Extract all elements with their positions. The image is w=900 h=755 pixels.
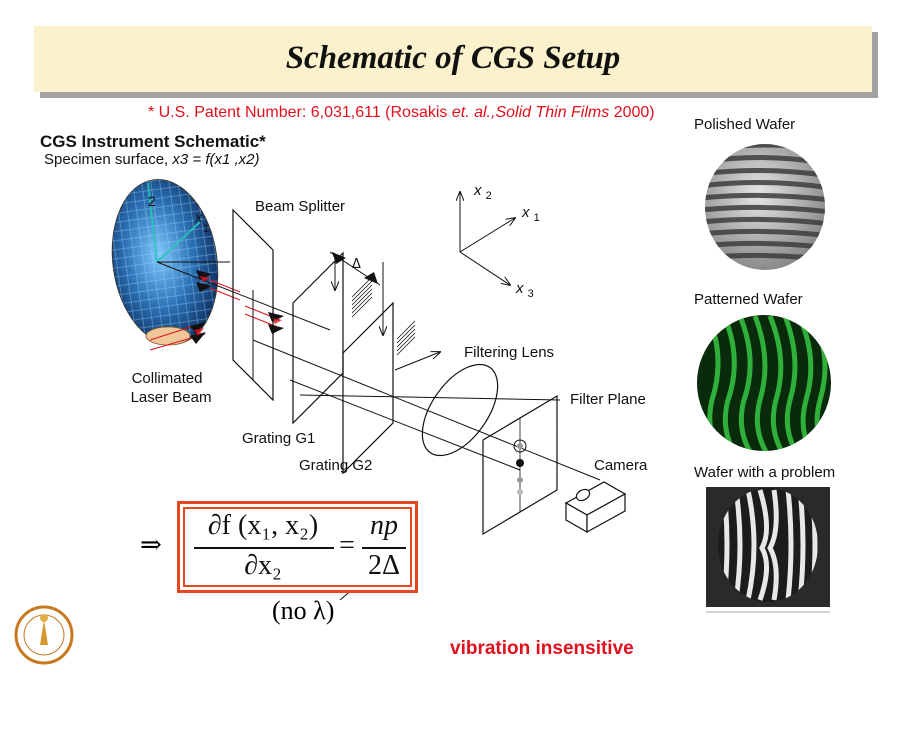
implies-symbol: ⇒ [140,530,162,560]
grating-g1-label: Grating G1 [242,430,316,447]
axis-x2-label: x 2 [474,182,492,202]
specimen-prefix: Specimen surface, [44,151,173,168]
patent-suffix: 2000) [609,104,655,121]
fraction-bar-right [362,547,406,549]
patent-etal: et. al., [451,104,496,121]
filtering-lens [421,363,499,457]
equation-numerator: ∂f (x₁, x₂) [207,510,319,541]
svg-text:2: 2 [148,193,156,209]
schematic-title: CGS Instrument Schematic* [40,132,266,151]
vibration-insensitive-note: vibration insensitive [450,638,634,659]
svg-text:x: x [194,209,203,225]
grating-g2 [342,301,394,475]
equation-rhs-numerator: np [370,510,398,541]
specimen-caption: Specimen surface, x3 = f(x1 ,x2) [44,151,260,168]
camera-icon [564,481,627,534]
problem-wafer-label: Wafer with a problem [694,464,836,481]
polished-wafer-label: Polished Wafer [694,116,796,133]
beam-splitter-plate [232,208,274,402]
patent-prefix: * U.S. Patent Number: 6,031,611 (Rosakis [148,104,452,121]
equation-box: ∂f (x₁, x₂) ∂x₂ = np 2Δ [177,501,418,593]
delta-label: Δ [352,257,361,272]
title-banner: Schematic of CGS Setup [34,26,872,92]
grating-g2-label: Grating G2 [299,457,373,474]
axis-x1-label: x 1 [522,204,540,224]
collimated-label-line1: Collimated [131,370,203,387]
patterned-wafer-label: Patterned Wafer [694,291,803,308]
beam-splitter-label: Beam Splitter [255,198,346,215]
patent-journal: Solid Thin Films [495,104,610,121]
axis-x3-label: x 3 [516,280,534,300]
specimen-formula: x3 = f(x1 ,x2) [172,151,260,168]
patterned-wafer-photo [697,315,831,451]
collimated-label-line2: Laser Beam [130,389,212,406]
no-lambda-note: (no λ) [272,596,335,625]
filter-plane-label: Filter Plane [570,391,646,408]
slide-title: Schematic of CGS Setup [285,40,621,76]
equation-denominator: ∂x₂ [244,550,282,581]
filtering-lens-label: Filtering Lens [464,344,555,361]
filter-plane [482,394,558,536]
equation-rhs-denominator: 2Δ [367,550,400,581]
equation-equals: = [339,530,355,561]
fraction-bar-left [194,547,334,549]
problem-wafer-photo [706,487,830,613]
svg-text:1: 1 [203,223,209,235]
camera-label: Camera [594,457,648,474]
caltech-seal-icon [14,605,74,665]
patent-note: * U.S. Patent Number: 6,031,611 (Rosakis… [148,104,655,122]
polished-wafer-photo [705,144,825,270]
coordinate-axes [460,192,515,285]
